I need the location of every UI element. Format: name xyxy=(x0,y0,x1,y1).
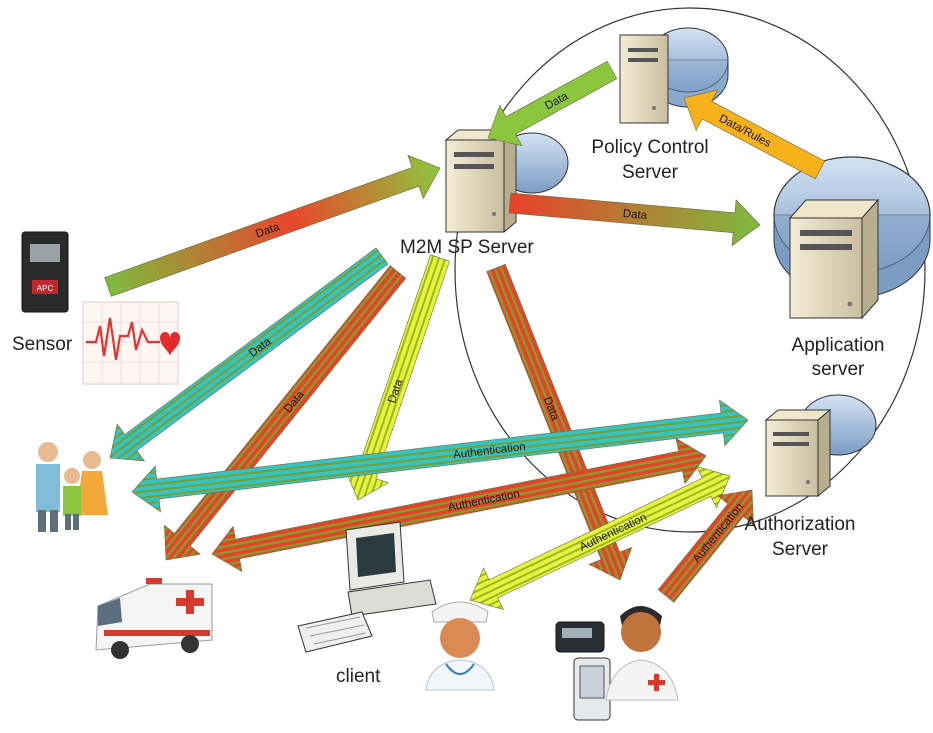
m2m-server-label: M2M SP Server xyxy=(400,237,534,258)
heart-monitor-icon xyxy=(82,301,180,385)
doctor-icon xyxy=(605,606,679,701)
network-boundary-ellipse xyxy=(454,7,926,533)
arrow-policy-to-m2m: Data xyxy=(487,60,618,147)
auth-server-label-line2: Server xyxy=(772,539,829,560)
arrow-m2m-to-app: Data xyxy=(508,192,761,247)
auth-server-label-line1: Authorization xyxy=(745,514,856,535)
client-label: client xyxy=(336,666,381,687)
nurse-icon xyxy=(425,601,495,691)
application-server-icon xyxy=(773,156,931,320)
authorization-server-icon xyxy=(764,394,877,498)
client-computer-icon xyxy=(297,521,437,653)
policy-server-label-line1: Policy Control xyxy=(591,137,708,158)
app-server-label-line1: Application xyxy=(792,335,885,356)
app-server-label-line2: server xyxy=(812,359,865,380)
m2m-sp-server-icon xyxy=(444,128,569,234)
svg-text:APC: APC xyxy=(37,284,54,293)
arrow-m2m-to-client: Data xyxy=(344,254,450,501)
family-icon xyxy=(36,442,108,532)
ambulance-icon xyxy=(95,578,213,659)
arrow-m2m-to-doctor: Data xyxy=(486,263,633,581)
pager-icon xyxy=(555,621,605,653)
arrow-sensor-to-m2m: Data xyxy=(104,154,441,297)
sensor-label: Sensor xyxy=(12,334,73,355)
arrow-label-auth-doctor: Authentication xyxy=(691,501,746,565)
pda-icon xyxy=(573,657,611,721)
arrow-label-m2m-to-app: Data xyxy=(622,208,648,222)
policy-server-label-line2: Server xyxy=(622,162,679,183)
policy-control-server-icon xyxy=(619,27,729,124)
sensor-device-icon: APC xyxy=(21,231,69,313)
arrow-auth-family: Authentication xyxy=(131,399,749,513)
